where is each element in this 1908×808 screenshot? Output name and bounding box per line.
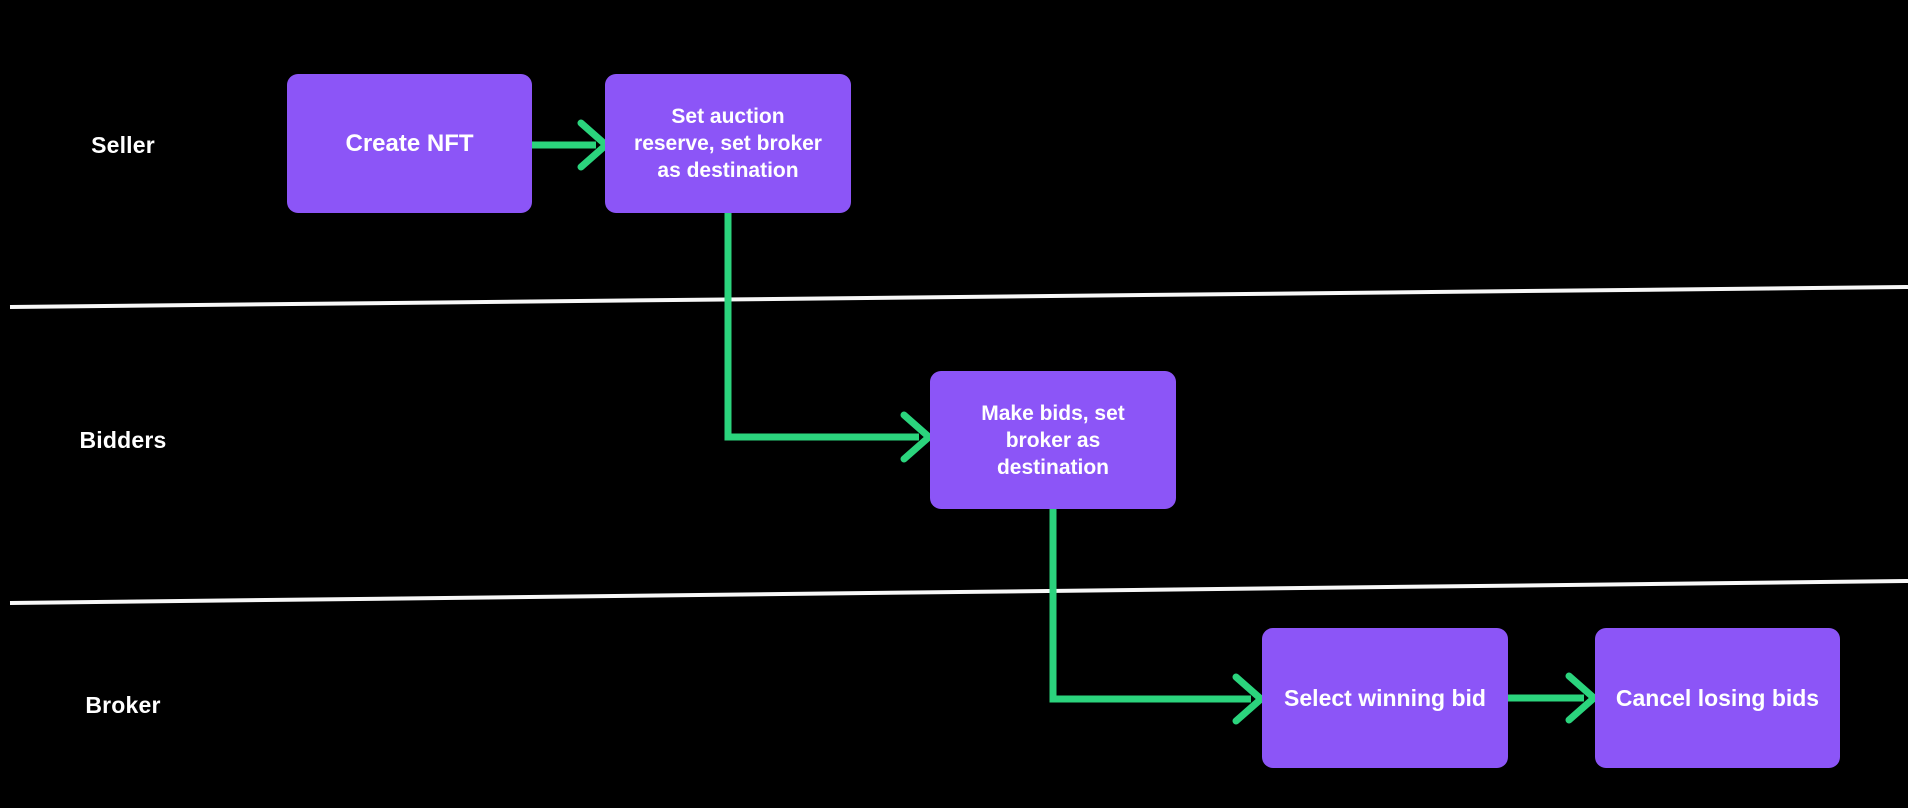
edge-set-auction-to-make-bids: [724, 213, 919, 441]
arrow-head-icon: [1232, 673, 1265, 725]
node-cancel-losing-bids[interactable]: Cancel losing bids: [1595, 628, 1840, 768]
lane-label-bidders: Bidders: [79, 427, 167, 453]
node-label: Cancel losing bids: [1615, 684, 1820, 711]
node-label: Set auction reserve, set broker as desti…: [634, 105, 822, 182]
node-set-auction-reserve[interactable]: Set auction reserve, set broker as desti…: [605, 74, 851, 213]
node-select-winning-bid[interactable]: Select winning bid: [1262, 628, 1508, 768]
node-create-nft[interactable]: Create NFT: [287, 74, 532, 213]
arrow-head-icon: [1565, 672, 1598, 724]
edge-make-bids-to-select-bid: [1049, 509, 1251, 703]
lane-label-seller: Seller: [91, 132, 155, 158]
lane-divider-seller-bidders: [9, 285, 1908, 309]
arrow-head-icon: [900, 411, 933, 463]
node-make-bids[interactable]: Make bids, set broker as destination: [930, 371, 1176, 509]
lane-divider-bidders-broker: [9, 579, 1908, 605]
node-label: Create NFT: [345, 129, 474, 157]
node-label: Select winning bid: [1284, 684, 1486, 711]
node-label: Make bids, set broker as destination: [981, 401, 1125, 479]
lane-label-broker: Broker: [85, 692, 161, 718]
